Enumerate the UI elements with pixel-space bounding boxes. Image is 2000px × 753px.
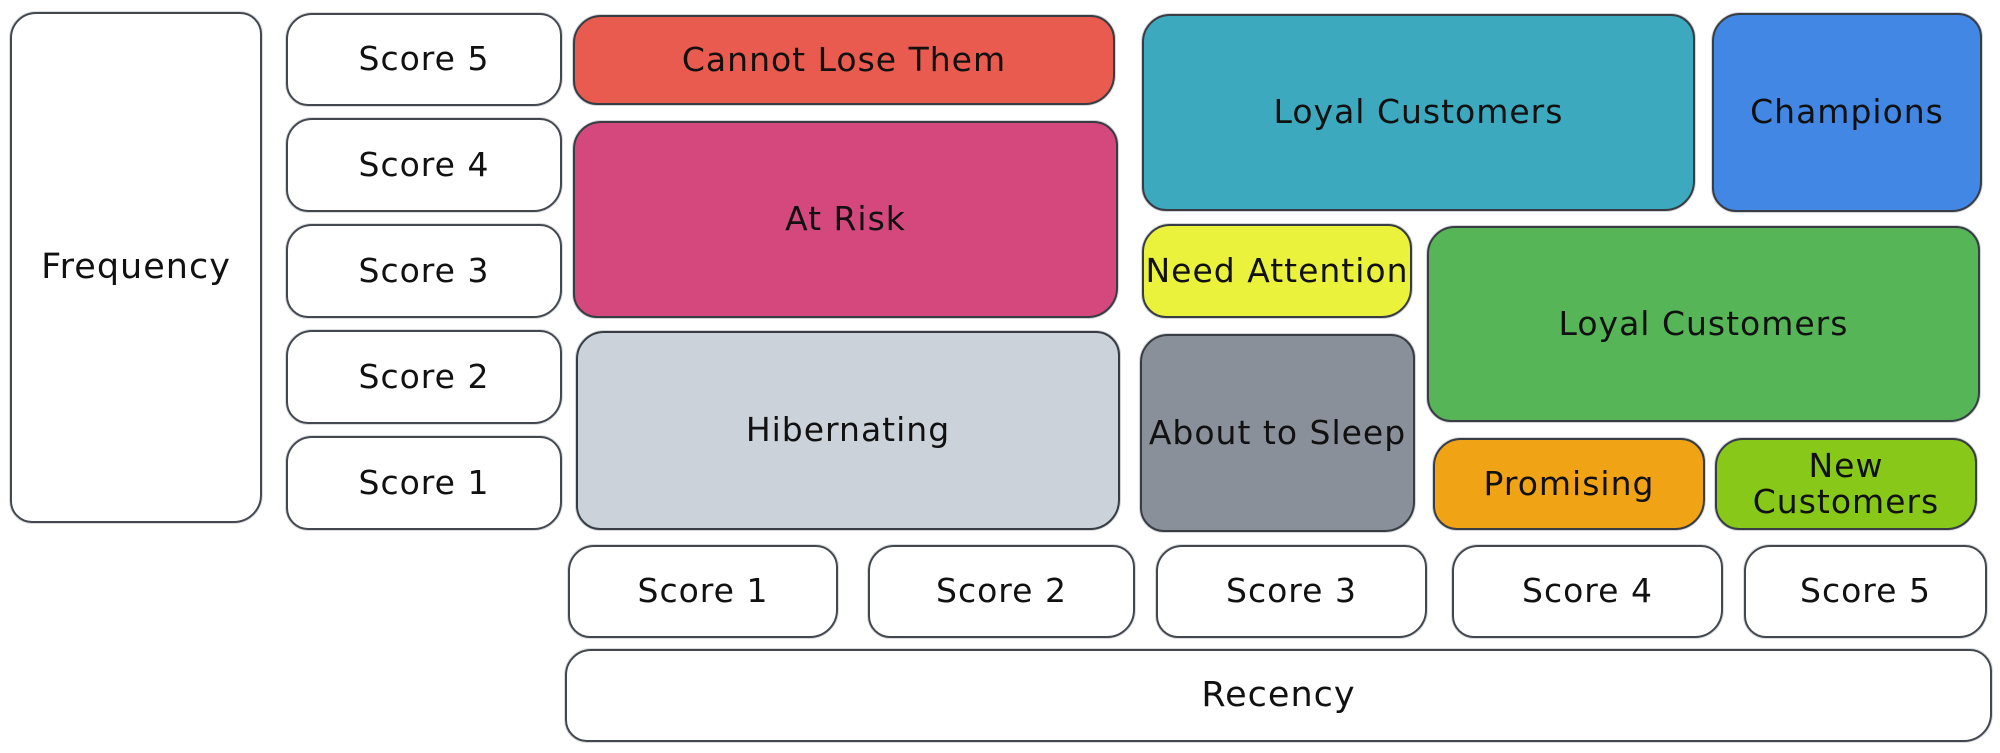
segment-hibernating-label: Hibernating xyxy=(745,410,951,450)
y-score-2: Score 2 xyxy=(286,330,562,424)
segment-hibernating: Hibernating xyxy=(576,331,1120,530)
y-score-5: Score 5 xyxy=(286,13,562,106)
segment-champions: Champions xyxy=(1712,13,1982,212)
y-score-1-label: Score 1 xyxy=(358,462,490,502)
x-score-4-label: Score 4 xyxy=(1522,571,1653,611)
segment-new-customers: New Customers xyxy=(1715,438,1977,530)
x-score-5: Score 5 xyxy=(1744,545,1987,638)
y-score-3-label: Score 3 xyxy=(358,250,490,290)
segment-about-to-sleep: About to Sleep xyxy=(1140,334,1415,532)
segment-loyal-customers-mid-label: Loyal Customers xyxy=(1558,303,1849,343)
x-score-2-label: Score 2 xyxy=(936,571,1067,611)
x-score-3-label: Score 3 xyxy=(1226,571,1357,611)
segment-loyal-customers-mid: Loyal Customers xyxy=(1427,226,1980,422)
x-score-5-label: Score 5 xyxy=(1800,571,1931,611)
y-score-5-label: Score 5 xyxy=(358,39,490,79)
x-score-4: Score 4 xyxy=(1452,545,1723,638)
segment-cannot-lose-them-label: Cannot Lose Them xyxy=(681,39,1007,79)
x-score-1-label: Score 1 xyxy=(637,571,769,611)
segment-need-attention-label: Need Attention xyxy=(1145,250,1409,290)
y-score-4: Score 4 xyxy=(286,118,562,212)
x-score-1: Score 1 xyxy=(568,545,838,638)
segment-loyal-customers-top: Loyal Customers xyxy=(1142,14,1695,211)
y-axis-label-box: Frequency xyxy=(10,12,262,523)
segment-champions-label: Champions xyxy=(1750,92,1944,132)
segment-new-customers-label: New Customers xyxy=(1752,445,1940,521)
segment-about-to-sleep-label: About to Sleep xyxy=(1148,412,1407,452)
y-score-3: Score 3 xyxy=(286,224,562,318)
y-score-4-label: Score 4 xyxy=(358,144,490,184)
segment-need-attention: Need Attention xyxy=(1142,224,1412,318)
y-axis-label: Frequency xyxy=(41,247,231,288)
y-score-2-label: Score 2 xyxy=(358,356,490,396)
segment-cannot-lose-them: Cannot Lose Them xyxy=(573,15,1115,105)
x-axis-label: Recency xyxy=(1201,675,1356,716)
segment-promising-label: Promising xyxy=(1483,463,1655,503)
segment-at-risk-label: At Risk xyxy=(785,199,906,239)
x-score-2: Score 2 xyxy=(868,545,1135,638)
segment-loyal-customers-top-label: Loyal Customers xyxy=(1273,92,1564,132)
y-score-1: Score 1 xyxy=(286,436,562,530)
segment-at-risk: At Risk xyxy=(573,121,1118,318)
x-axis-label-box: Recency xyxy=(565,649,1992,742)
segment-promising: Promising xyxy=(1433,438,1705,530)
x-score-3: Score 3 xyxy=(1156,545,1427,638)
